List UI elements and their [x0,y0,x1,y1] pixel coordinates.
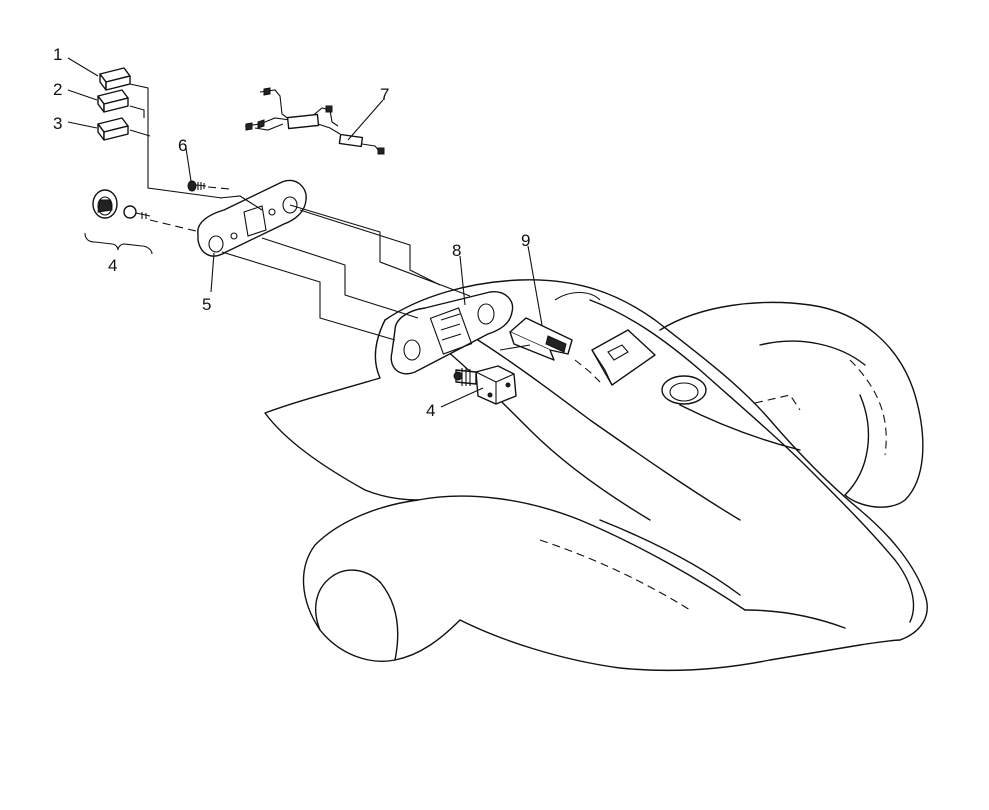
wiring-harness-7 [244,87,385,155]
callout-8: 8 [452,241,461,260]
ignition-switch-key [84,189,201,255]
callout-4-key: 4 [108,256,117,275]
fender-body [264,279,928,672]
callout-5: 5 [202,295,211,314]
callout-1: 1 [53,45,62,64]
rocker-switch-3 [97,117,129,141]
callout-3: 3 [53,114,62,133]
leader-lines [67,57,543,408]
fender-mounted-dash-plate [390,291,514,375]
screw-6 [187,180,231,192]
callout-2: 2 [53,80,62,99]
rocker-switch-2 [97,89,129,113]
callout-4-switch: 4 [426,401,435,420]
callout-7: 7 [380,85,389,104]
callout-6: 6 [178,136,187,155]
rocker-switch-1 [99,67,131,91]
ignition-switch-mounted [453,365,517,405]
callout-9: 9 [521,231,530,250]
connector-9 [499,317,573,361]
dash-plate-5 [197,179,307,257]
